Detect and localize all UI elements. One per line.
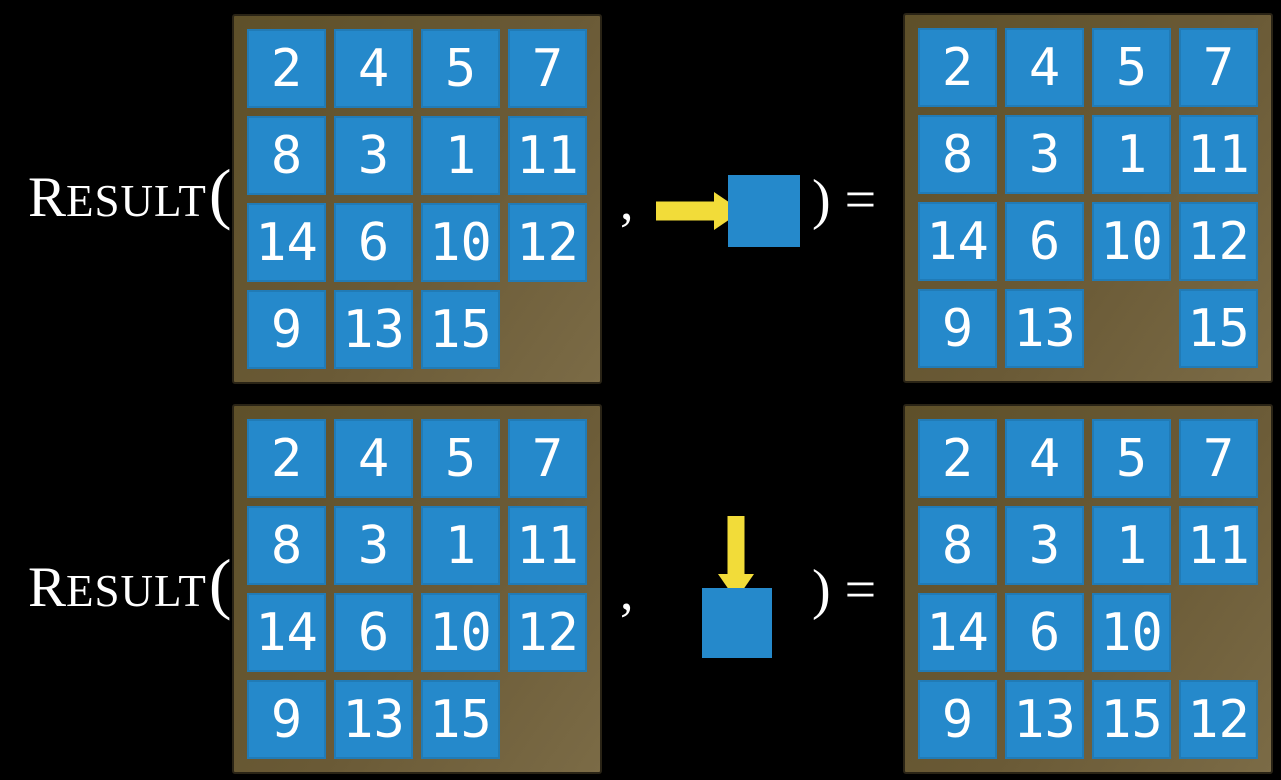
puzzle-tile-14: 14 [918,202,997,281]
empty-cell [1092,289,1171,368]
puzzle-tile-15: 15 [421,680,500,759]
result-label-lead: R [28,166,67,229]
puzzle-tile-12: 12 [1179,202,1258,281]
open-paren: ( [208,545,232,621]
puzzle-tile-1: 1 [421,506,500,585]
puzzle-tile-4: 4 [1005,419,1084,498]
puzzle-tile-6: 6 [1005,593,1084,672]
puzzle-tile-12: 12 [1179,680,1258,759]
comma-separator: , [620,561,634,621]
puzzle-tile-2: 2 [918,28,997,107]
puzzle-tile-14: 14 [247,593,326,672]
puzzle-tile-14: 14 [247,203,326,282]
puzzle-tile-8: 8 [247,116,326,195]
puzzle-tile-9: 9 [918,680,997,759]
puzzle-tile-7: 7 [508,29,587,108]
puzzle-tile-7: 7 [1179,419,1258,498]
puzzle-tile-6: 6 [334,593,413,672]
puzzle-tile-15: 15 [1092,680,1171,759]
empty-cell [508,680,587,759]
puzzle-tile-12: 12 [508,593,587,672]
action-tile [728,175,800,247]
empty-cell [1179,593,1258,672]
puzzle-tile-9: 9 [247,680,326,759]
puzzle-tile-2: 2 [247,29,326,108]
puzzle-tile-5: 5 [421,29,500,108]
open-paren: ( [208,155,232,231]
puzzle-tile-7: 7 [1179,28,1258,107]
puzzle-tile-10: 10 [421,203,500,282]
puzzle-tile-12: 12 [508,203,587,282]
down-arrow-icon [718,516,754,600]
puzzle-tile-4: 4 [334,29,413,108]
empty-cell [508,290,587,369]
puzzle-tile-11: 11 [1179,115,1258,194]
puzzle-tile-15: 15 [421,290,500,369]
puzzle-tile-3: 3 [1005,115,1084,194]
puzzle-tile-3: 3 [334,506,413,585]
puzzle-tile-10: 10 [1092,593,1171,672]
puzzle-tile-4: 4 [1005,28,1084,107]
puzzle-tile-9: 9 [247,290,326,369]
puzzle-tile-15: 15 [1179,289,1258,368]
puzzle-tile-13: 13 [1005,289,1084,368]
puzzle-tile-9: 9 [918,289,997,368]
puzzle-tile-2: 2 [918,419,997,498]
puzzle-tile-8: 8 [247,506,326,585]
action-tile [702,588,772,658]
result-function-label: RESULT( [28,157,232,230]
puzzle-tile-8: 8 [918,115,997,194]
puzzle-tile-14: 14 [918,593,997,672]
puzzle-tile-3: 3 [334,116,413,195]
close-paren-equals: ) = [812,559,877,621]
puzzle-tile-6: 6 [334,203,413,282]
puzzle-tile-11: 11 [508,506,587,585]
puzzle-tile-4: 4 [334,419,413,498]
puzzle-tile-13: 13 [1005,680,1084,759]
puzzle-tile-3: 3 [1005,506,1084,585]
result-label-smallcaps: ESULT [66,566,207,616]
puzzle-tile-1: 1 [1092,506,1171,585]
puzzle-tile-11: 11 [508,116,587,195]
result-label-smallcaps: ESULT [66,176,207,226]
puzzle-tile-13: 13 [334,290,413,369]
puzzle-tile-10: 10 [1092,202,1171,281]
puzzle-tile-11: 11 [1179,506,1258,585]
puzzle-tile-7: 7 [508,419,587,498]
puzzle-tile-5: 5 [1092,28,1171,107]
puzzle-tile-1: 1 [421,116,500,195]
puzzle-tile-1: 1 [1092,115,1171,194]
puzzle-tile-10: 10 [421,593,500,672]
result-function-label: RESULT( [28,547,232,620]
puzzle-tile-5: 5 [421,419,500,498]
puzzle-tile-5: 5 [1092,419,1171,498]
puzzle-tile-2: 2 [247,419,326,498]
puzzle-tile-8: 8 [918,506,997,585]
puzzle-tile-6: 6 [1005,202,1084,281]
comma-separator: , [620,171,634,231]
close-paren-equals: ) = [812,169,877,231]
result-label-lead: R [28,556,67,619]
puzzle-tile-13: 13 [334,680,413,759]
